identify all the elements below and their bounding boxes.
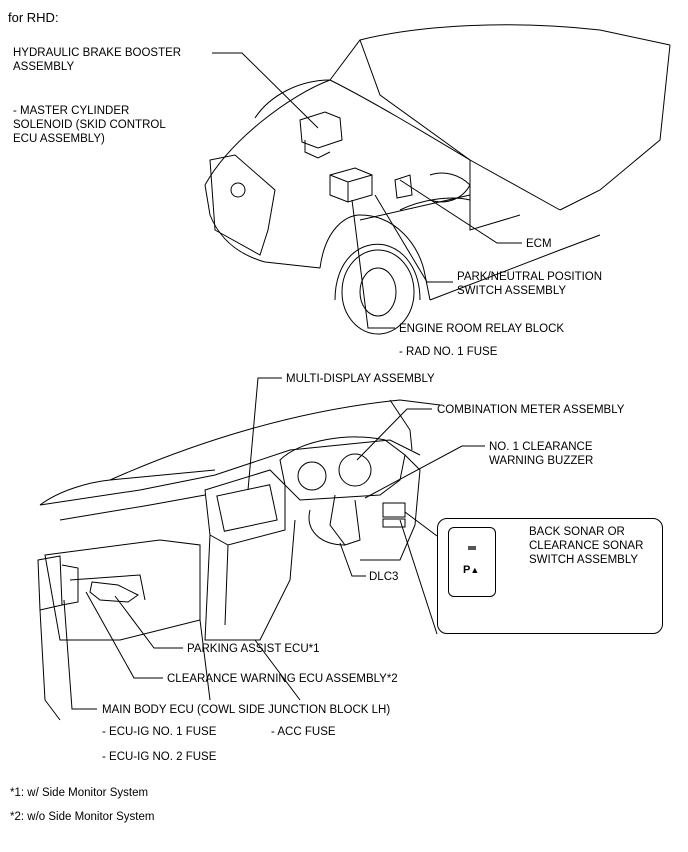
label-main-body-ecu: MAIN BODY ECU (COWL SIDE JUNCTION BLOCK … <box>102 704 391 716</box>
label-back-sonar-switch: BACK SONAR OR CLEARANCE SONAR SWITCH ASS… <box>529 526 644 566</box>
diagram-title: for RHD: <box>8 10 59 25</box>
label-parking-assist-ecu: PARKING ASSIST ECU*1 <box>187 643 320 655</box>
switch-callout-box: P▲ <box>437 518 663 634</box>
label-multi-display: MULTI-DISPLAY ASSEMBLY <box>286 373 435 385</box>
label-clearance-buzzer: NO. 1 CLEARANCE WARNING BUZZER <box>489 441 594 467</box>
label-dlc3: DLC3 <box>369 571 399 583</box>
sonar-switch-p-icon: P▲ <box>463 564 480 576</box>
leader-lines <box>63 52 522 710</box>
label-combination-meter: COMBINATION METER ASSEMBLY <box>437 404 625 416</box>
label-master-cylinder-solenoid: - MASTER CYLINDER SOLENOID (SKID CONTROL… <box>13 105 166 145</box>
label-engine-room-relay-block: ENGINE ROOM RELAY BLOCK <box>399 323 565 335</box>
footnote-1: *1: w/ Side Monitor System <box>10 787 149 799</box>
sonar-switch-illustration: P▲ <box>448 527 496 597</box>
label-ecu-ig-no1-fuse: - ECU-IG NO. 1 FUSE <box>102 726 217 738</box>
label-clearance-warning-ecu: CLEARANCE WARNING ECU ASSEMBLY*2 <box>167 673 398 685</box>
vehicle-exterior-illustration <box>204 24 671 335</box>
footnote-2: *2: w/o Side Monitor System <box>10 811 155 823</box>
label-ecu-ig-no2-fuse: - ECU-IG NO. 2 FUSE <box>102 751 217 763</box>
label-hydraulic-brake-booster: HYDRAULIC BRAKE BOOSTER ASSEMBLY <box>13 47 182 73</box>
label-ecm: ECM <box>526 238 552 250</box>
label-acc-fuse: - ACC FUSE <box>271 726 336 738</box>
switch-indicator-led <box>468 546 476 550</box>
label-rad-no1-fuse: - RAD NO. 1 FUSE <box>399 346 498 358</box>
vehicle-interior-illustration <box>37 399 441 721</box>
label-park-neutral-switch: PARK/NEUTRAL POSITION SWITCH ASSEMBLY <box>457 271 603 297</box>
